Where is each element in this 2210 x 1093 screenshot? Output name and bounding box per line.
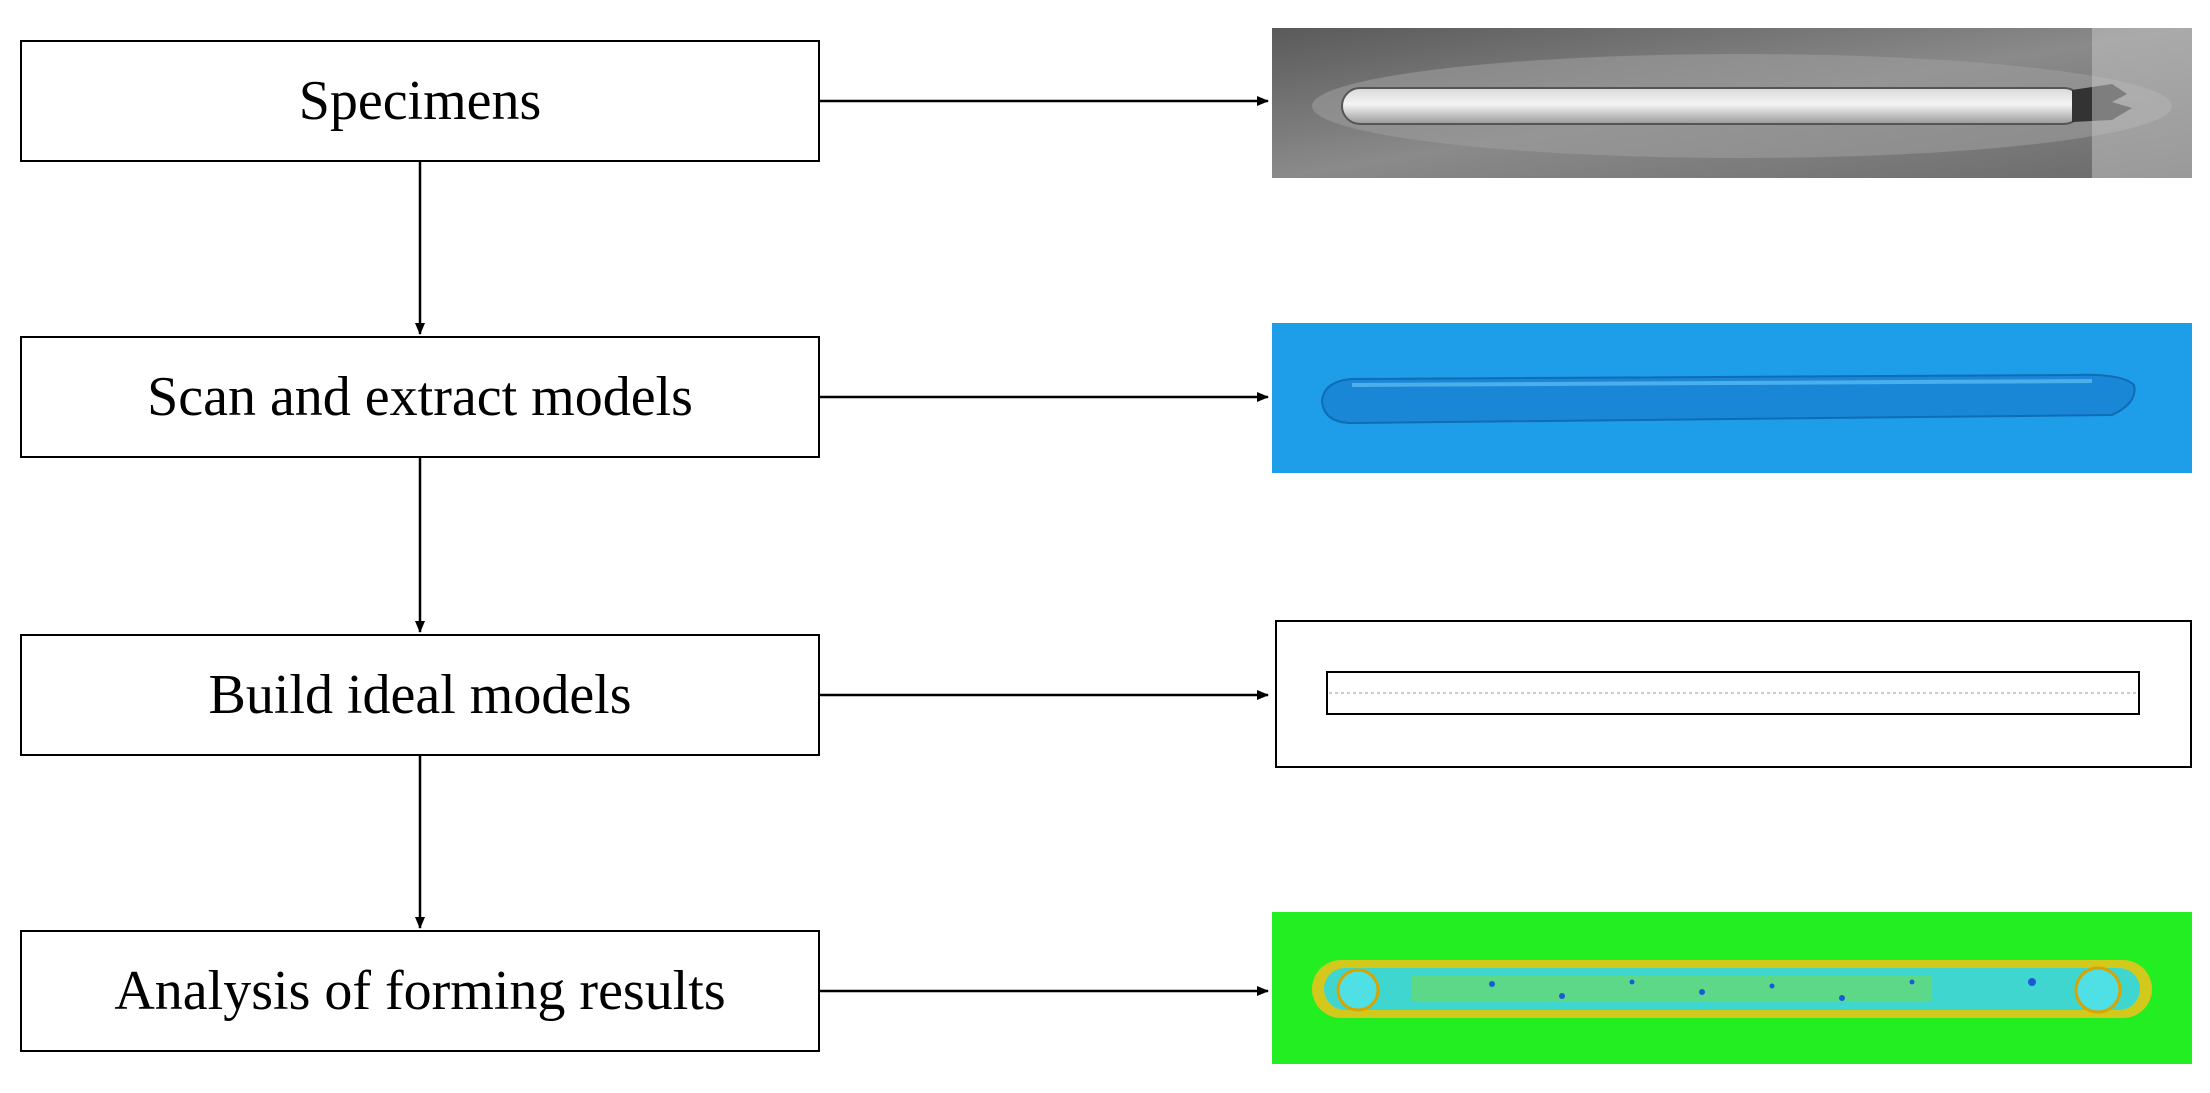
step-box-ideal-models: Build ideal models: [20, 634, 820, 756]
deviation-color-map: [1272, 912, 2192, 1064]
step-label: Scan and extract models: [147, 366, 693, 428]
step-box-scan: Scan and extract models: [20, 336, 820, 458]
scanned-3d-model-render: [1272, 323, 2192, 473]
welded-specimen-photo: [1272, 28, 2192, 178]
step-label: Build ideal models: [208, 664, 632, 726]
ideal-cad-model-outline: [1275, 620, 2192, 768]
step-label: Analysis of forming results: [114, 960, 726, 1022]
step-box-analysis: Analysis of forming results: [20, 930, 820, 1052]
step-label: Specimens: [298, 70, 542, 132]
step-box-specimens: Specimens: [20, 40, 820, 162]
